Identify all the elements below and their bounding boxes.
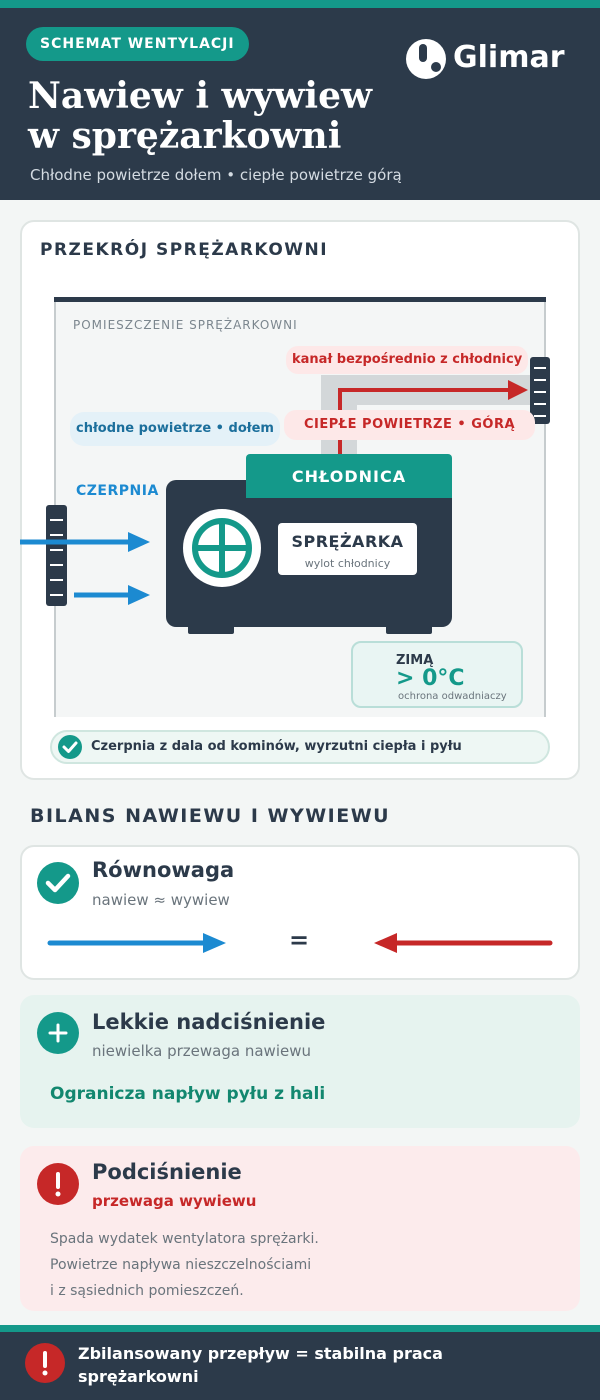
compressor-sublabel: wylot chłodnicy xyxy=(304,557,391,570)
footer xyxy=(0,1325,600,1400)
brand-logo: Glimar xyxy=(405,38,565,80)
intake-label: CZERPNIA xyxy=(76,483,159,499)
equals-sign: = xyxy=(289,926,310,954)
equilibrium-title: Równowaga xyxy=(92,858,235,882)
cooler-label: CHŁODNICA xyxy=(246,454,452,498)
page-subtitle: Chłodne powietrze dołem • ciepłe powietr… xyxy=(30,166,402,184)
check-circle-icon xyxy=(37,862,79,904)
intake-note-text: Czerpnia z dala od kominów, wyrzutni cie… xyxy=(91,739,462,754)
room-label: POMIESZCZENIE SPRĘŻARKOWNI xyxy=(73,318,298,332)
equilibrium-subtitle: nawiew ≈ wywiew xyxy=(92,891,230,909)
intake-note-bar xyxy=(50,730,550,764)
category-tag: SCHEMAT WENTYLACJI xyxy=(26,27,249,61)
balance-card-equilibrium xyxy=(20,845,580,980)
underpressure-body: Spada wydatek wentylatora sprężarki. Pow… xyxy=(50,1226,319,1304)
header-accent-bar xyxy=(0,0,600,8)
check-circle-icon xyxy=(58,735,82,759)
overpressure-highlight: Ogranicza napływ pyłu z hali xyxy=(50,1084,326,1104)
overpressure-subtitle: niewielka przewaga nawiewu xyxy=(92,1042,311,1060)
glimar-logo-icon xyxy=(406,39,446,79)
footer-accent-bar xyxy=(0,1325,600,1332)
underpressure-body-line-2: Powietrze napływa nieszczelnościami xyxy=(50,1257,312,1273)
balance-card-overpressure xyxy=(20,995,580,1128)
room-ceiling xyxy=(54,297,546,302)
page-title: Nawiew i wywiew w sprężarkowni xyxy=(28,76,408,156)
winter-info-box xyxy=(351,641,523,708)
underpressure-subtitle: przewaga wywiewu xyxy=(92,1192,257,1210)
warning-circle-icon xyxy=(37,1163,79,1205)
winter-temperature: > 0°C xyxy=(396,666,465,691)
balance-section-title: BILANS NAWIEWU I WYWIEWU xyxy=(30,805,391,827)
underpressure-body-line-1: Spada wydatek wentylatora sprężarki. xyxy=(50,1231,319,1247)
cross-section-title: PRZEKRÓJ SPRĘŻARKOWNI xyxy=(40,240,329,260)
warning-circle-icon xyxy=(25,1343,65,1383)
title-line-2: w sprężarkowni xyxy=(28,115,342,157)
winter-label: ZIMĄ xyxy=(396,653,434,668)
overpressure-title: Lekkie nadciśnienie xyxy=(92,1010,326,1034)
compressor-label: SPRĘŻARKA xyxy=(291,532,404,551)
duct-label: kanał bezpośrednio z chłodnicy xyxy=(286,346,529,374)
balance-card-underpressure xyxy=(20,1146,580,1311)
compressor-label-box: SPRĘŻARKA wylot chłodnicy xyxy=(278,523,417,575)
warm-air-label: CIEPŁE POWIETRZE • GÓRĄ xyxy=(284,410,536,440)
title-line-1: Nawiew i wywiew xyxy=(28,75,373,117)
brand-name: Glimar xyxy=(453,40,565,75)
footer-summary: Zbilansowany przepływ = stabilna praca s… xyxy=(78,1344,443,1386)
underpressure-body-line-3: i z sąsiednich pomieszczeń. xyxy=(50,1283,244,1299)
cold-air-label: chłodne powietrze • dołem xyxy=(70,412,280,446)
underpressure-title: Podciśnienie xyxy=(92,1160,242,1184)
winter-sublabel: ochrona odwadniaczy xyxy=(398,691,507,702)
plus-circle-icon xyxy=(37,1012,79,1054)
